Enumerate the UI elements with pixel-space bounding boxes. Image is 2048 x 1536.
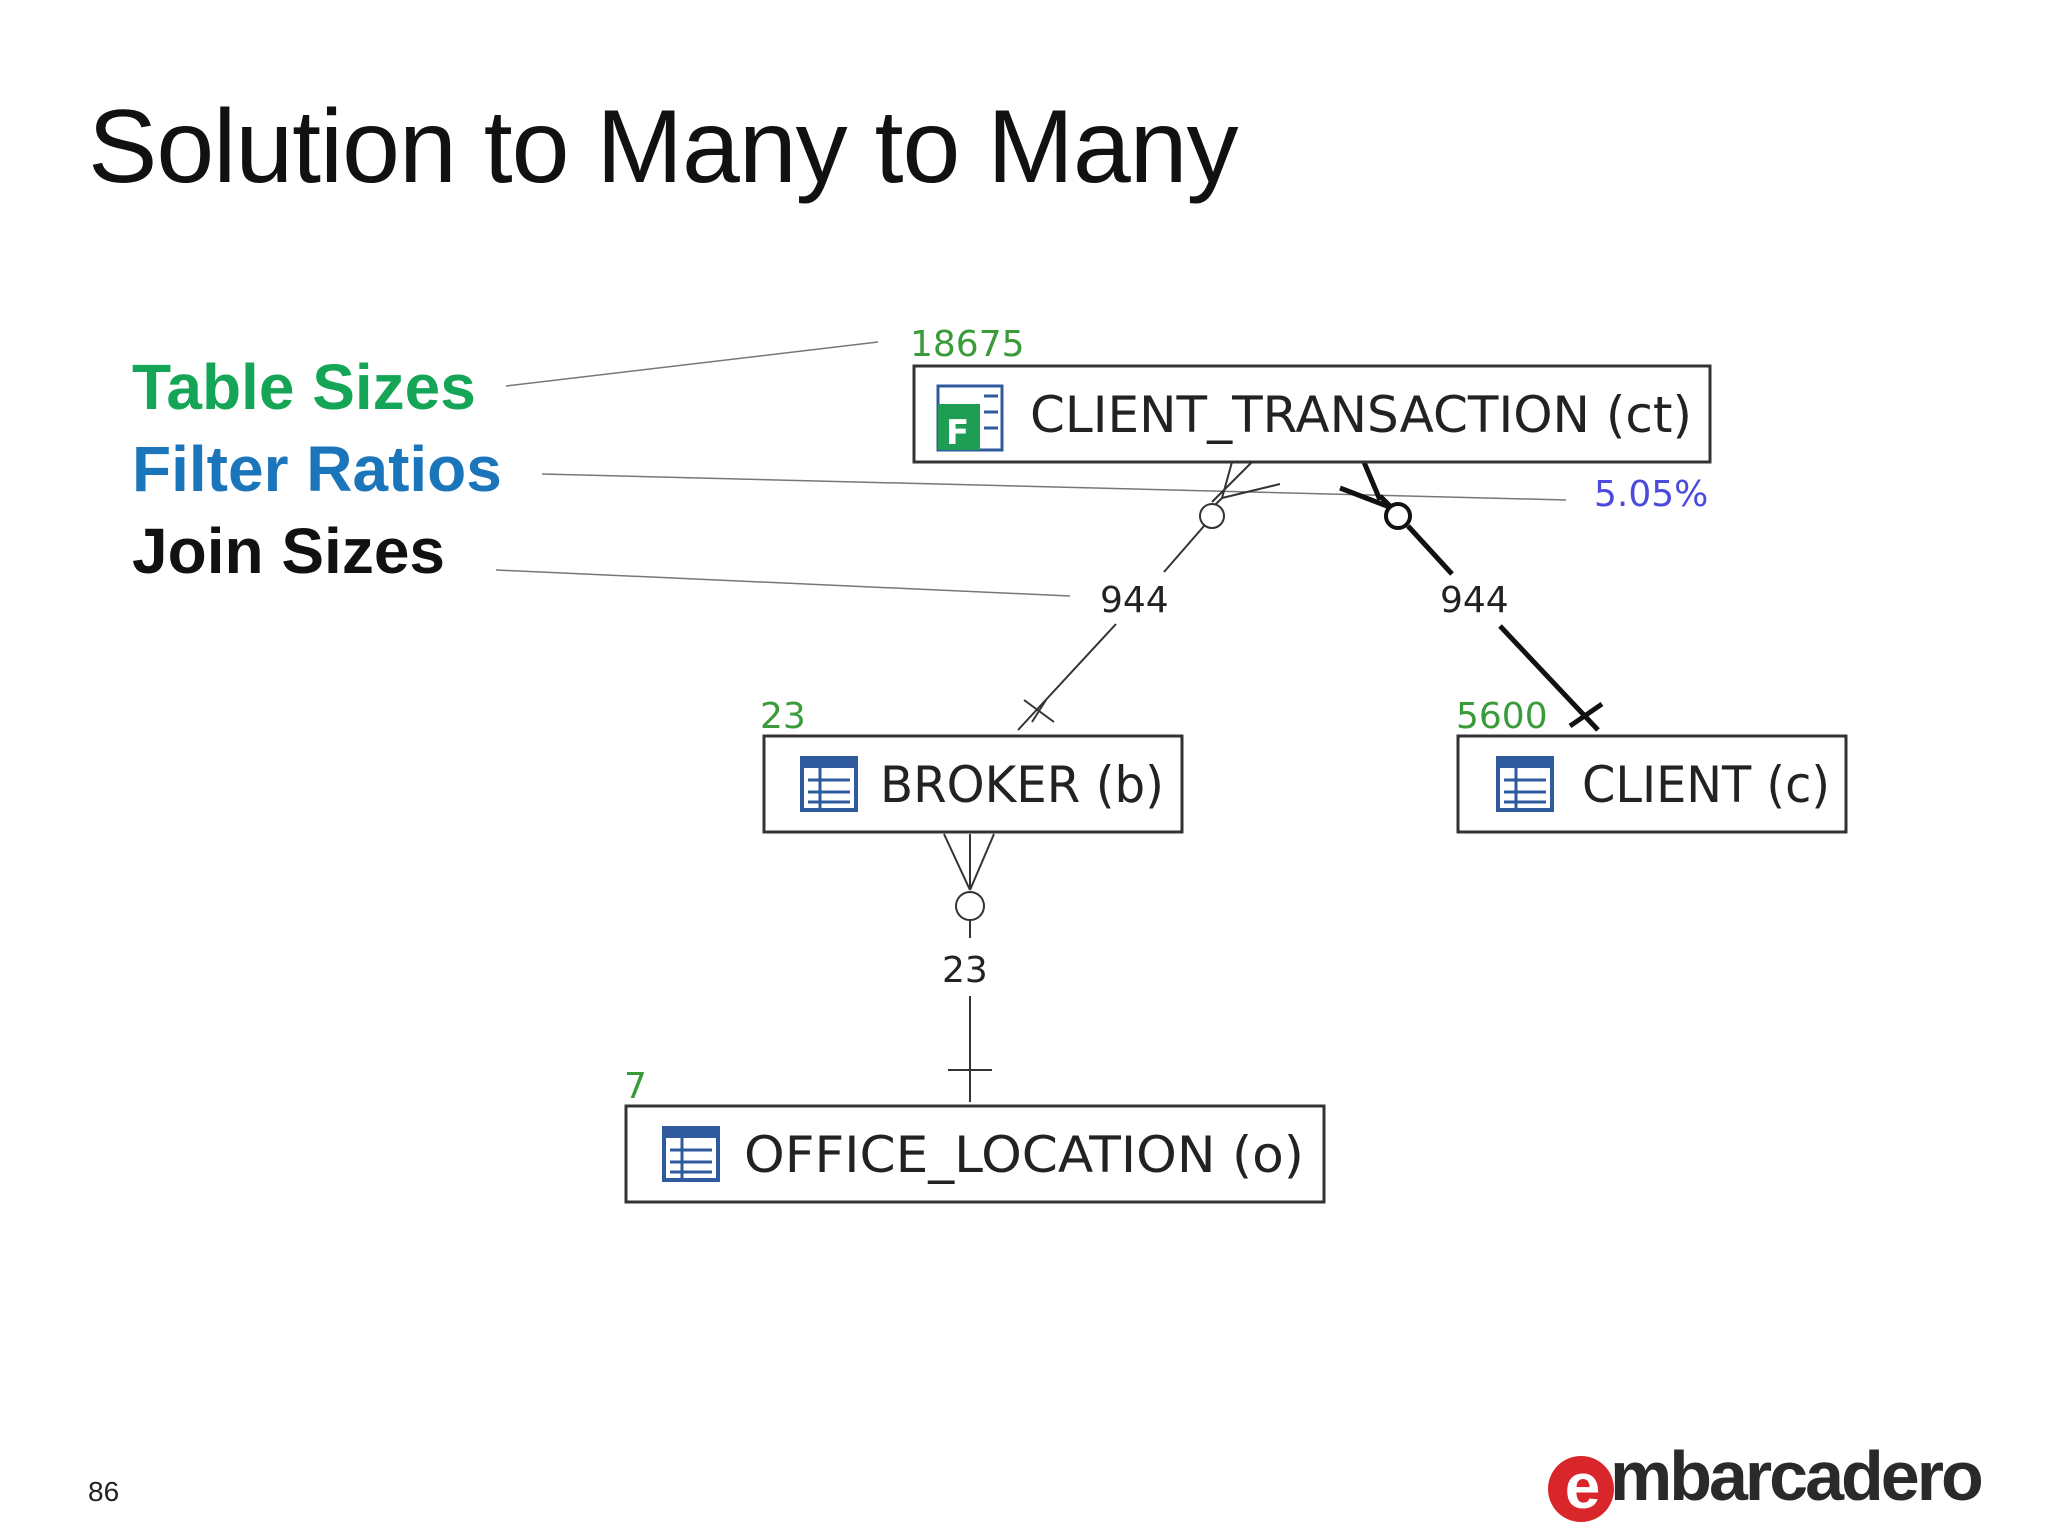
table-icon <box>662 1126 720 1182</box>
table-name-client: CLIENT (c) <box>1582 756 1830 814</box>
svg-text:F: F <box>946 413 969 453</box>
table-name-ct: CLIENT_TRANSACTION (ct) <box>1030 386 1692 444</box>
filter-ratio-ct: 5.05% <box>1594 474 1708 515</box>
table-size-broker: 23 <box>760 696 806 737</box>
callout-line-table-sizes <box>505 341 879 387</box>
callout-line-join-sizes <box>495 569 1071 597</box>
table-name-office: OFFICE_LOCATION (o) <box>744 1126 1304 1184</box>
table-size-client: 5600 <box>1456 696 1548 737</box>
table-icon <box>800 756 858 812</box>
table-size-office: 7 <box>624 1066 647 1107</box>
relationship-broker-office[interactable] <box>943 833 995 1102</box>
join-size-broker-office: 23 <box>942 950 988 991</box>
table-icon <box>1496 756 1554 812</box>
join-size-ct-broker: 944 <box>1100 580 1169 621</box>
callout-line-filter-ratios <box>541 473 1567 501</box>
relationship-ct-broker[interactable] <box>1017 461 1281 731</box>
table-node-client-transaction[interactable]: F CLIENT_TRANSACTION (ct) <box>912 364 1712 464</box>
legend-table-sizes: Table Sizes <box>132 351 476 423</box>
table-node-office-location[interactable]: OFFICE_LOCATION (o) <box>624 1104 1326 1204</box>
table-size-ct: 18675 <box>910 324 1025 365</box>
fact-table-icon: F <box>936 384 1004 453</box>
legend-filter-ratios: Filter Ratios <box>132 433 502 505</box>
table-name-broker: BROKER (b) <box>880 756 1164 814</box>
logo-text: mbarcadero <box>1610 1437 1984 1515</box>
table-node-broker[interactable]: BROKER (b) <box>762 734 1184 834</box>
table-node-client[interactable]: CLIENT (c) <box>1456 734 1848 834</box>
join-size-ct-client: 944 <box>1440 580 1509 621</box>
logo-initial: e <box>1548 1454 1614 1522</box>
slide-title: Solution to Many to Many <box>88 89 1239 205</box>
page-number: 86 <box>88 1476 120 1507</box>
legend-join-sizes: Join Sizes <box>132 515 445 587</box>
